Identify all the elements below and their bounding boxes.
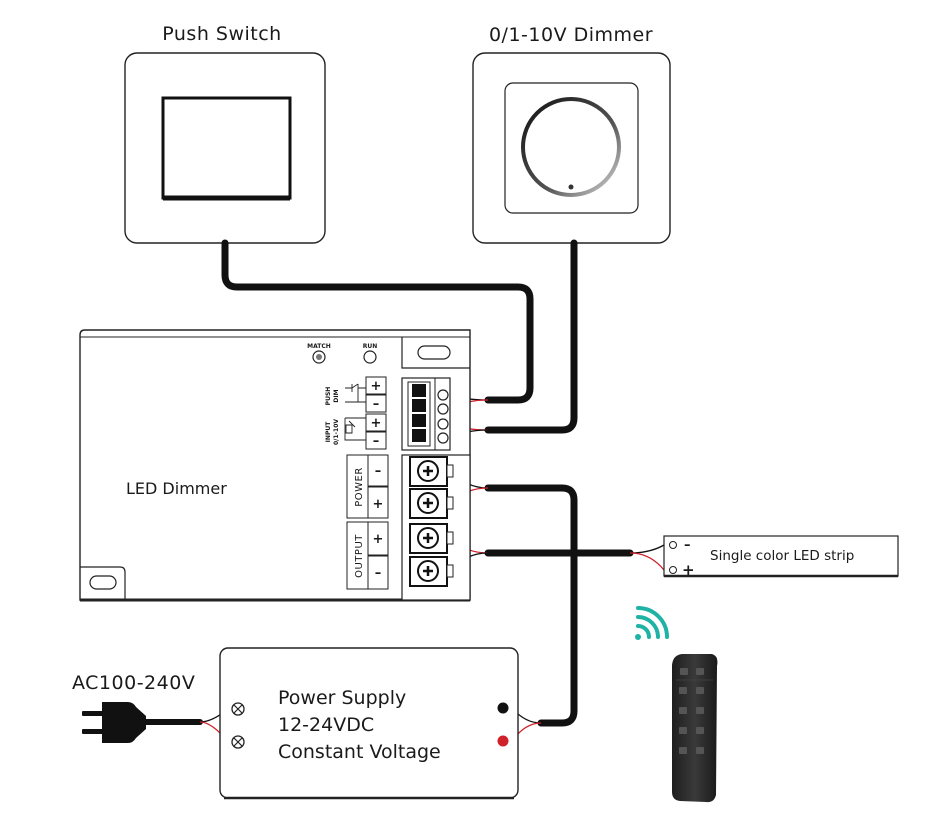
svg-text:+: + — [371, 416, 382, 431]
dc-terminal-positive — [497, 735, 509, 747]
terminal-input-plus — [437, 418, 449, 430]
potentiometer-symbol — [344, 417, 366, 441]
ac-terminal-n — [231, 735, 245, 749]
rotary-dimmer: 0/1-10V Dimmer — [472, 24, 671, 244]
signal-terminal-block — [401, 377, 451, 451]
wifi-icon — [635, 606, 669, 640]
power-supply: Power Supply 12-24VDC Constant Voltage — [219, 647, 519, 800]
svg-text:INPUT: INPUT — [325, 421, 332, 443]
svg-text:–: – — [684, 538, 691, 553]
remote-buttons — [676, 668, 713, 754]
wire-dimmer — [484, 239, 578, 434]
push-switch: Push Switch — [124, 23, 326, 244]
dimmer-knob — [521, 97, 621, 197]
led-strip-pad-plus — [669, 566, 677, 574]
ac-terminal-l — [231, 702, 245, 716]
svg-text:+: + — [373, 497, 384, 512]
led-strip: – + Single color LED strip — [663, 535, 899, 579]
dimmer-knob-indicator — [568, 184, 574, 190]
plug-body — [102, 702, 146, 743]
svg-text:–: – — [375, 566, 382, 581]
wires — [142, 239, 634, 727]
wire-power-supply — [484, 484, 578, 727]
remote-body — [672, 654, 718, 803]
svg-text:–: – — [373, 434, 380, 449]
svg-text:–: – — [373, 397, 380, 412]
power-terminal-block — [401, 454, 471, 601]
led-strip-label: Single color LED strip — [710, 548, 854, 564]
screw-terminal-4 — [409, 556, 454, 587]
run-label: RUN — [363, 343, 378, 350]
svg-text:+: + — [371, 379, 382, 394]
wire-push-switch — [221, 239, 534, 404]
ps-line2: 12-24VDC — [278, 714, 374, 736]
svg-text:DIM: DIM — [333, 389, 340, 402]
mount-slot-right — [417, 345, 451, 360]
mount-slot-left — [89, 575, 117, 590]
terminal-push-plus — [437, 389, 449, 401]
plug-prong-bottom — [82, 729, 104, 734]
led-dimmer-label: LED Dimmer — [126, 479, 227, 498]
plug-prong-top — [82, 711, 104, 716]
power-output-labels: POWER – + OUTPUT + – — [346, 454, 389, 590]
remote-control — [672, 654, 718, 803]
led-dimmer-controller: LED Dimmer MATCH RUN + – + – PUSH DIM IN… — [79, 329, 471, 602]
svg-text:0/1-10V: 0/1-10V — [333, 419, 340, 445]
svg-text:+: + — [682, 561, 695, 579]
terminal-push-minus — [437, 403, 449, 415]
svg-text:+: + — [373, 532, 384, 547]
push-switch-button — [161, 96, 292, 200]
screw-terminal-3 — [409, 523, 454, 554]
screw-terminal-2 — [409, 488, 454, 519]
terminal-input-minus — [437, 432, 449, 444]
led-strip-body — [663, 535, 899, 577]
led-strip-pad-minus — [669, 541, 677, 549]
dimmer-label: 0/1-10V Dimmer — [489, 24, 653, 46]
match-label: MATCH — [307, 343, 331, 350]
svg-text:PUSH: PUSH — [325, 387, 332, 406]
push-switch-label: Push Switch — [162, 23, 281, 45]
ps-line1: Power Supply — [278, 687, 406, 709]
run-indicator — [363, 350, 377, 364]
dc-terminal-negative — [497, 702, 509, 714]
power-label: POWER — [354, 467, 365, 507]
ac-label: AC100-240V — [72, 672, 195, 694]
ac-plug: AC100-240V — [72, 672, 195, 743]
output-label: OUTPUT — [354, 534, 365, 578]
ps-line3: Constant Voltage — [278, 741, 441, 763]
screw-terminal-1 — [409, 456, 454, 487]
push-switch-symbol — [345, 383, 366, 403]
signal-terminal-labels: + – + – — [365, 376, 387, 450]
svg-text:–: – — [375, 464, 382, 479]
